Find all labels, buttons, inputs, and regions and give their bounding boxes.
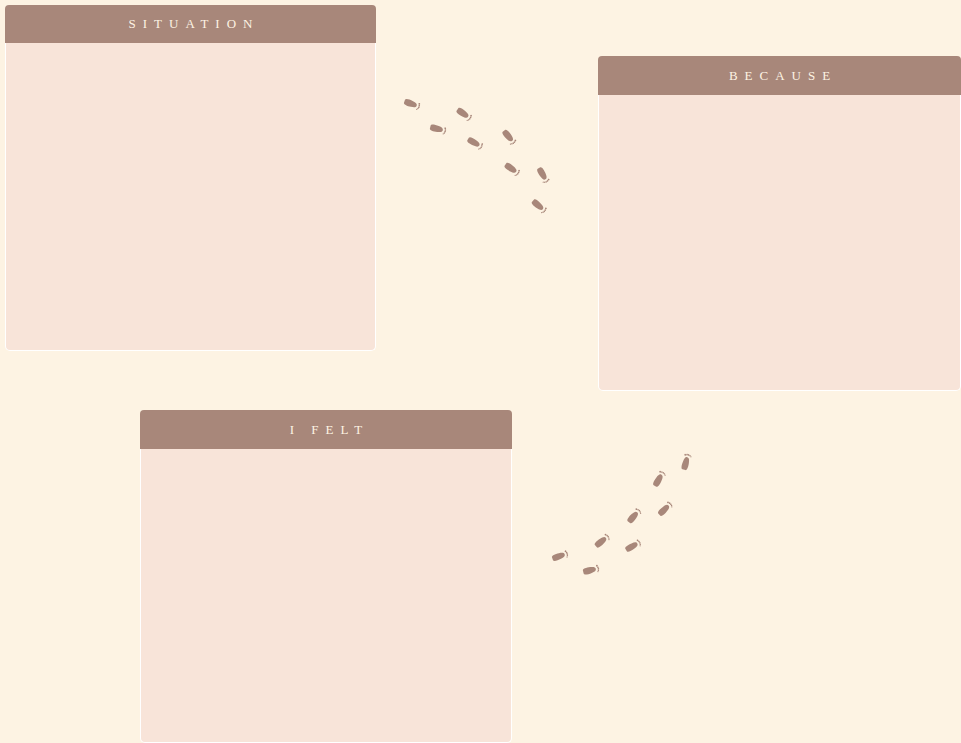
box-heading: SITUATION: [5, 5, 376, 43]
worksheet-box: I FELT: [140, 410, 512, 743]
writing-area: [598, 95, 961, 391]
writing-area: [5, 43, 376, 351]
worksheet-box: BECAUSE: [598, 56, 961, 391]
trail-one: [403, 98, 550, 214]
box-heading: I FELT: [140, 410, 512, 449]
writing-area: [140, 449, 512, 743]
worksheet-box: SITUATION: [5, 5, 376, 351]
trail-two: [551, 453, 692, 576]
box-heading: BECAUSE: [598, 56, 961, 95]
